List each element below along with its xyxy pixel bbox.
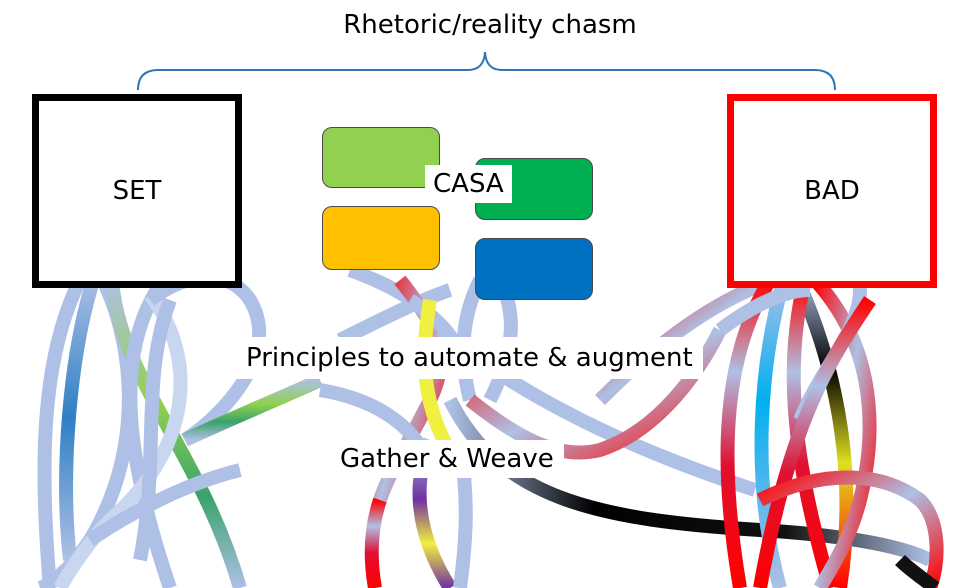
green-tile — [322, 127, 440, 188]
strand — [123, 281, 177, 588]
blue-tile — [475, 238, 593, 300]
strand — [86, 463, 242, 546]
strand — [715, 283, 811, 336]
bad-label: BAD — [804, 176, 860, 206]
strand — [753, 296, 876, 588]
principles-label: Principles to automate & augment — [236, 337, 703, 379]
strand — [53, 290, 188, 588]
strand — [182, 373, 324, 447]
strand — [105, 279, 247, 588]
chasm-title: Rhetoric/reality chasm — [343, 10, 637, 40]
brace — [137, 51, 836, 91]
set-label: SET — [112, 176, 162, 206]
strand — [336, 283, 453, 347]
bad-box: BAD — [727, 94, 937, 288]
strand — [756, 470, 944, 588]
casa-label: CASA — [425, 165, 512, 203]
strand — [364, 497, 387, 588]
yellow-tile — [322, 206, 440, 270]
strand — [133, 297, 177, 562]
strand — [37, 276, 87, 588]
set-box: SET — [32, 94, 242, 288]
strand — [59, 272, 102, 561]
strand — [595, 278, 763, 405]
gather-label: Gather & Weave — [330, 440, 564, 478]
strand — [895, 554, 940, 588]
